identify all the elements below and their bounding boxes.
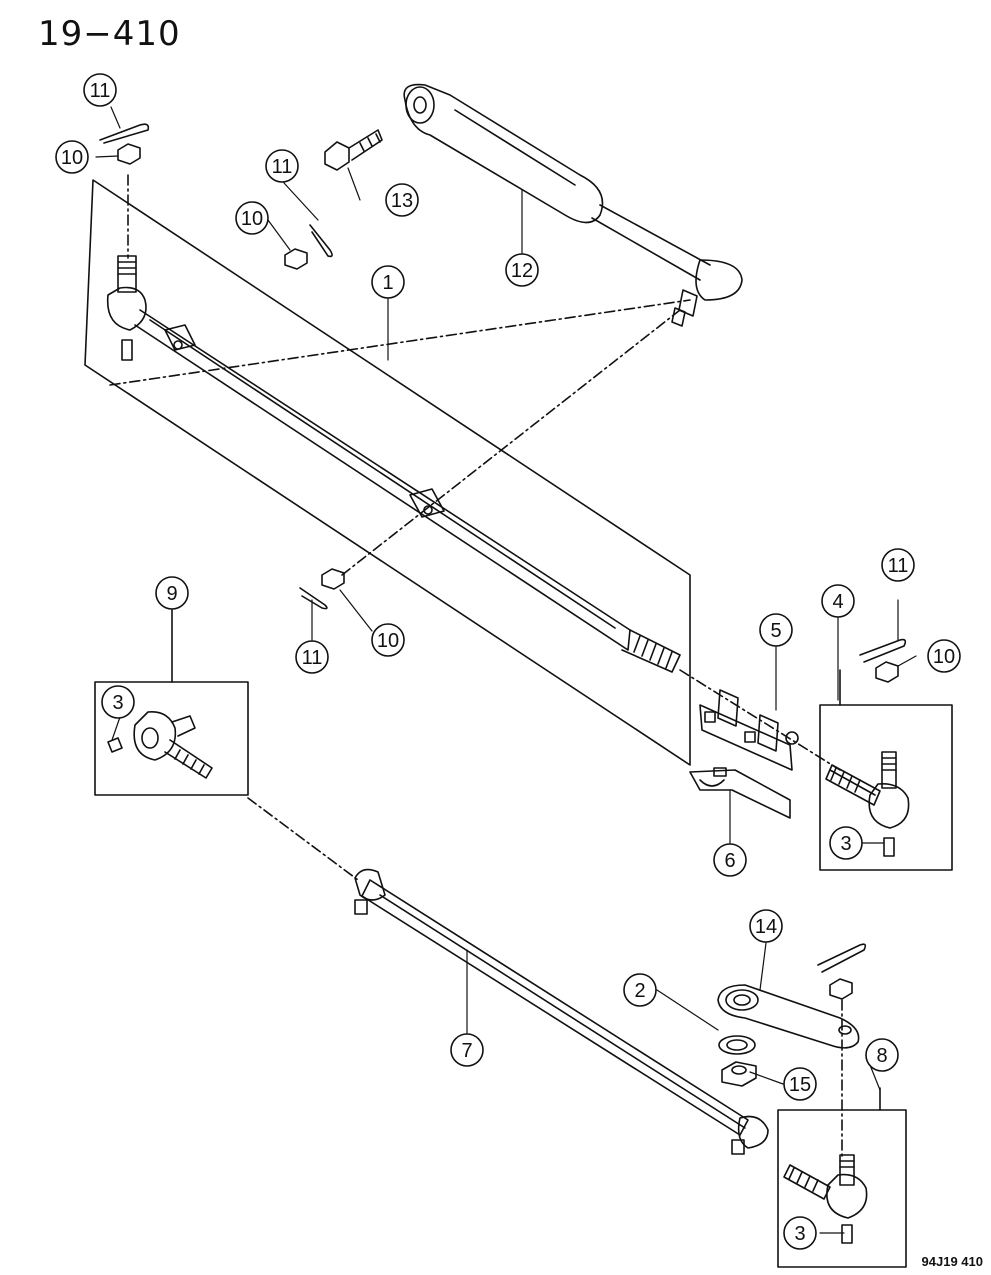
centerline-2 bbox=[341, 309, 681, 576]
callouts: 1 2 3 3 3 4 5 6 7 8 9 10 10 10 10 11 11 … bbox=[55, 73, 961, 1250]
callout-11b: 11 bbox=[265, 149, 299, 183]
callout-9: 9 bbox=[155, 576, 189, 610]
castle-nut-top bbox=[117, 143, 141, 165]
svg-text:10: 10 bbox=[61, 147, 83, 169]
centerline-1 bbox=[109, 299, 691, 386]
castle-nut-lower bbox=[321, 568, 345, 590]
tie-rod-frame bbox=[84, 179, 691, 766]
adjusting-sleeve bbox=[699, 689, 799, 771]
svg-text:10: 10 bbox=[933, 646, 955, 668]
callout-3a: 3 bbox=[101, 685, 135, 719]
svg-text:11: 11 bbox=[888, 555, 909, 577]
callout-15: 15 bbox=[783, 1067, 817, 1101]
callout-12: 12 bbox=[505, 253, 539, 287]
svg-text:7: 7 bbox=[461, 1040, 472, 1062]
callout-10a: 10 bbox=[55, 140, 89, 174]
svg-text:3: 3 bbox=[840, 833, 851, 855]
callout-10d: 10 bbox=[927, 639, 961, 673]
svg-text:3: 3 bbox=[112, 692, 123, 714]
cotter-pin-right bbox=[859, 638, 907, 663]
tie-rod-end-box-8 bbox=[777, 1087, 907, 1268]
castle-nut-bottom bbox=[829, 978, 853, 1000]
pitman-nut bbox=[721, 1061, 757, 1087]
svg-text:15: 15 bbox=[789, 1074, 811, 1096]
svg-text:4: 4 bbox=[832, 591, 843, 613]
callout-4: 4 bbox=[821, 584, 855, 618]
svg-text:11: 11 bbox=[272, 156, 293, 178]
callout-14: 14 bbox=[749, 909, 783, 943]
callout-11d: 11 bbox=[881, 548, 915, 582]
callout-7: 7 bbox=[450, 1033, 484, 1067]
lock-washer bbox=[718, 1035, 756, 1055]
page-title: 19−410 bbox=[38, 14, 181, 54]
leader-lines bbox=[95, 106, 917, 1234]
callout-3c: 3 bbox=[783, 1216, 817, 1250]
tie-rod-end-box-9 bbox=[94, 609, 249, 796]
callout-10c: 10 bbox=[371, 623, 405, 657]
svg-text:2: 2 bbox=[634, 980, 645, 1002]
figure-code: 94J19 410 bbox=[921, 1254, 983, 1269]
svg-text:11: 11 bbox=[90, 80, 111, 102]
callout-11a: 11 bbox=[83, 73, 117, 107]
svg-text:10: 10 bbox=[377, 630, 399, 652]
svg-text:13: 13 bbox=[391, 190, 413, 212]
callout-2: 2 bbox=[623, 973, 657, 1007]
svg-text:12: 12 bbox=[511, 260, 533, 282]
tie-rod bbox=[106, 255, 681, 673]
svg-text:14: 14 bbox=[755, 916, 777, 938]
bracket bbox=[689, 767, 791, 819]
drag-link bbox=[354, 868, 769, 1155]
castle-nut-right bbox=[875, 661, 899, 683]
cotter-pin-bottom bbox=[817, 943, 867, 973]
svg-text:9: 9 bbox=[166, 583, 177, 605]
callout-1: 1 bbox=[371, 265, 405, 299]
pitman-arm bbox=[717, 984, 860, 1049]
svg-text:11: 11 bbox=[302, 647, 323, 669]
callout-6: 6 bbox=[713, 843, 747, 877]
callout-10b: 10 bbox=[235, 201, 269, 235]
cotter-pin-mid bbox=[309, 224, 333, 258]
damper-bolt bbox=[324, 129, 383, 171]
svg-text:5: 5 bbox=[770, 620, 781, 642]
tie-rod-end-box-4 bbox=[819, 669, 953, 871]
svg-text:1: 1 bbox=[382, 272, 393, 294]
steering-damper bbox=[403, 83, 743, 327]
castle-nut-mid bbox=[284, 248, 308, 270]
cotter-pin-top bbox=[99, 123, 150, 144]
centerline-5 bbox=[247, 797, 359, 881]
svg-text:3: 3 bbox=[794, 1223, 805, 1245]
callout-13: 13 bbox=[385, 183, 419, 217]
callout-3b: 3 bbox=[829, 826, 863, 860]
svg-text:6: 6 bbox=[724, 850, 735, 872]
callout-11c: 11 bbox=[295, 640, 329, 674]
callout-5: 5 bbox=[759, 613, 793, 647]
callout-8: 8 bbox=[865, 1038, 899, 1072]
svg-text:8: 8 bbox=[876, 1045, 887, 1067]
svg-text:10: 10 bbox=[241, 208, 263, 230]
cotter-pin-lower bbox=[299, 587, 328, 610]
